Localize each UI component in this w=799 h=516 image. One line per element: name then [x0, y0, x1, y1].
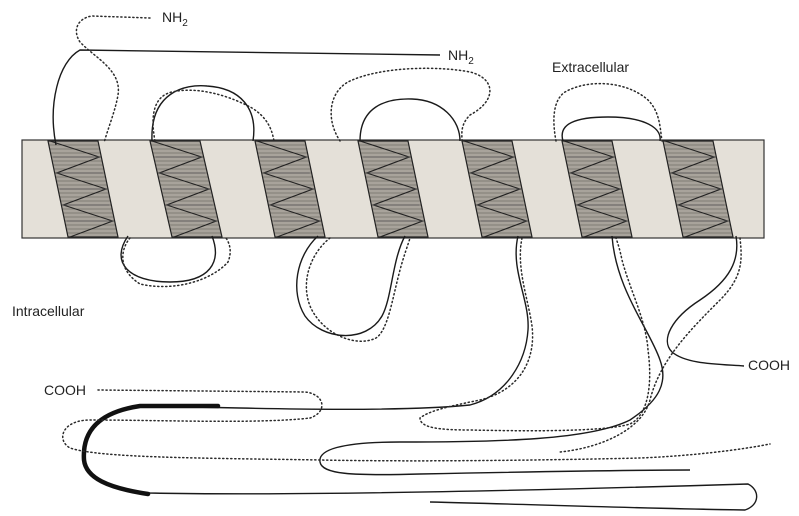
dotted-cooh-trail	[63, 390, 770, 461]
dotted-extracellular-loop-1	[153, 90, 274, 141]
solid-extracellular-loop-2	[360, 99, 460, 141]
cooh-dotted-label: COOH	[44, 382, 86, 398]
highlighted-segment	[84, 406, 218, 494]
solid-intracellular-loop-1	[121, 236, 215, 282]
intracellular-label: Intracellular	[12, 303, 85, 319]
solid-topology-chain	[53, 50, 756, 510]
cooh-solid-label: COOH	[748, 357, 790, 373]
solid-intracellular-loop-2	[297, 236, 405, 336]
solid-inner-return-loop	[320, 236, 690, 475]
extracellular-label: Extracellular	[552, 59, 629, 75]
dotted-extracellular-loop-3	[554, 84, 662, 141]
solid-intracellular-cterm-chain	[84, 236, 757, 510]
nh2-solid-label: NH2	[448, 47, 474, 67]
dotted-c-terminal-chain	[420, 238, 650, 431]
dotted-right-tail	[560, 238, 741, 452]
dotted-intracellular-loop-2	[306, 238, 410, 341]
dotted-nterm-line	[76, 16, 150, 143]
nh2-dotted-label: NH2	[162, 9, 188, 29]
solid-extracellular-loop-3	[562, 117, 660, 141]
solid-nterm-line	[53, 50, 440, 145]
solid-cterm-tail	[667, 236, 744, 366]
dotted-extracellular-loop-2	[331, 68, 490, 141]
